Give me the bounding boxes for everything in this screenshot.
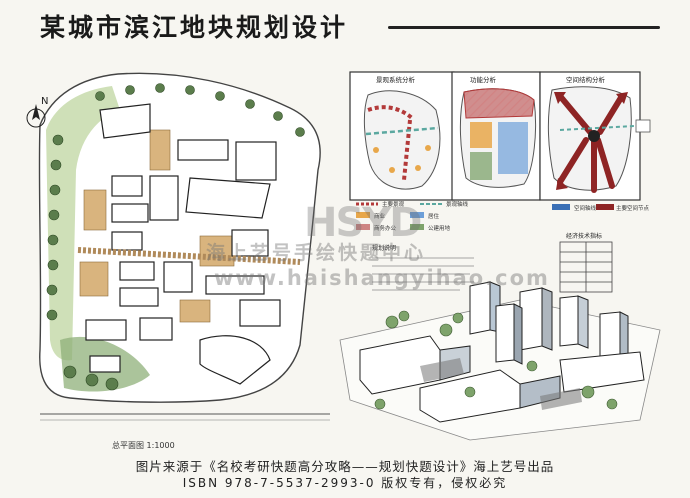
tower-4 <box>495 303 515 363</box>
tower-3 <box>559 295 579 347</box>
space-arrows <box>557 93 625 193</box>
legend-landscape-axis: 景观轴线 <box>446 200 469 208</box>
diagram-label-function: 功能分析 <box>470 75 497 84</box>
watermark-url: www.haishangyihao.com <box>214 266 550 290</box>
tower-2 <box>519 287 543 351</box>
building-blocks <box>85 103 281 385</box>
analysis-legend: 主要景观 景观轴线 商业 居住 空间轴线 主要空间节点 商务办公 公建用地 <box>356 200 650 232</box>
source-caption: 图片来源于《名校考研快题高分攻略——规划快题设计》海上艺号出品 <box>135 459 555 474</box>
page-title: 某城市滨江地块规划设计 <box>40 13 349 42</box>
function-zone-blue <box>498 122 528 174</box>
site-plan: N 总平面图 1:1000 <box>26 72 330 450</box>
watermark-logo: HSYD <box>304 200 422 246</box>
isbn-caption: ISBN 978-7-5537-2993-0 版权专有，侵权必究 <box>182 476 508 490</box>
central-axis-walkway <box>77 247 301 265</box>
watermark-text: 海上艺号手绘快题中心 <box>206 242 427 264</box>
diagram-label-space: 空间结构分析 <box>566 75 606 84</box>
notes-title: 规划说明 <box>372 244 396 252</box>
tree-row-top <box>95 83 305 137</box>
legend-office: 商务办公 <box>374 224 397 232</box>
north-label: N <box>41 96 48 107</box>
podium-right <box>559 351 645 393</box>
function-zone-green <box>470 152 492 180</box>
legend-space-axis: 空间轴线 <box>574 204 597 212</box>
title-underline <box>388 26 660 29</box>
plaza-paving <box>79 129 235 323</box>
tree-row-left <box>46 134 119 391</box>
legend-main-landscape: 主要景观 <box>382 200 405 208</box>
indicator-table <box>559 241 613 293</box>
notes-lines <box>372 257 474 291</box>
legend-residential: 居住 <box>428 212 440 220</box>
north-arrow: N <box>26 96 48 128</box>
legend-public: 公建用地 <box>428 224 451 232</box>
space-node <box>588 130 600 142</box>
table-title: 经济技术指标 <box>566 232 602 240</box>
function-zone-orange <box>470 122 492 148</box>
site-plan-scale: 总平面图 1:1000 <box>112 440 175 450</box>
analysis-panels: 景观系统分析 功能分析 空间结构分析 <box>349 71 651 293</box>
landscape-axis-red <box>367 105 414 120</box>
green-belt <box>46 86 120 361</box>
diagram-label-landscape: 景观系统分析 <box>376 75 416 84</box>
landscape-axis-teal <box>365 126 439 136</box>
landscape-site-outline <box>363 90 441 190</box>
aerial-perspective <box>339 281 661 441</box>
aerial-trees <box>374 310 618 410</box>
legend-main-node: 主要空间节点 <box>616 204 650 212</box>
legend-commercial: 商业 <box>374 212 386 220</box>
